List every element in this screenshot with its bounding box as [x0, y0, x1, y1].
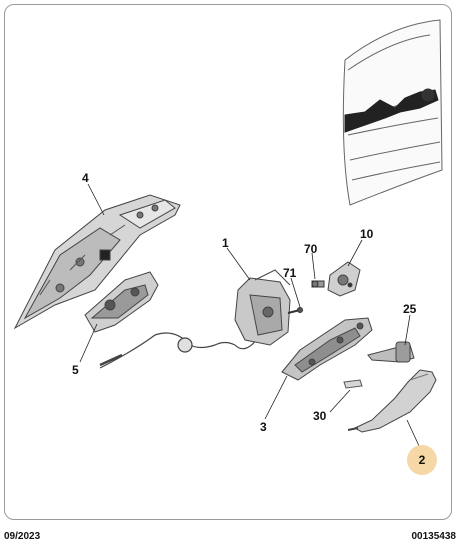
callout-4: 4: [82, 171, 89, 185]
part-1-lock-mechanism: [234, 269, 291, 346]
callout-1: 1: [222, 236, 229, 250]
callout-71: 71: [283, 266, 297, 280]
part-4-trim-panel: [13, 194, 181, 330]
footer-date: 09/2023: [4, 531, 41, 542]
part-10-striker: [327, 261, 361, 297]
part-70-bolt: [311, 280, 325, 288]
callout-30: 30: [313, 409, 327, 423]
part-71-screw: [287, 307, 303, 314]
callout-10: 10: [360, 227, 374, 241]
footer-reference: 00135438: [411, 531, 457, 542]
diagram-frame: [4, 4, 452, 520]
part-2-outer-handle: [347, 369, 437, 433]
part-3-handle-bracket: [281, 317, 373, 381]
part-5-inner-handle: [84, 271, 159, 333]
callout-25: 25: [403, 302, 417, 316]
callout-5: 5: [72, 363, 79, 377]
callout-70: 70: [304, 242, 318, 256]
leader-lines: [79, 183, 421, 449]
callout-3: 3: [260, 420, 267, 434]
door-reference-illustration: [342, 19, 443, 206]
callout-2-highlight: 2: [407, 445, 437, 475]
part-25-lock-cylinder: [367, 341, 415, 363]
part-30-seal: [343, 379, 363, 389]
